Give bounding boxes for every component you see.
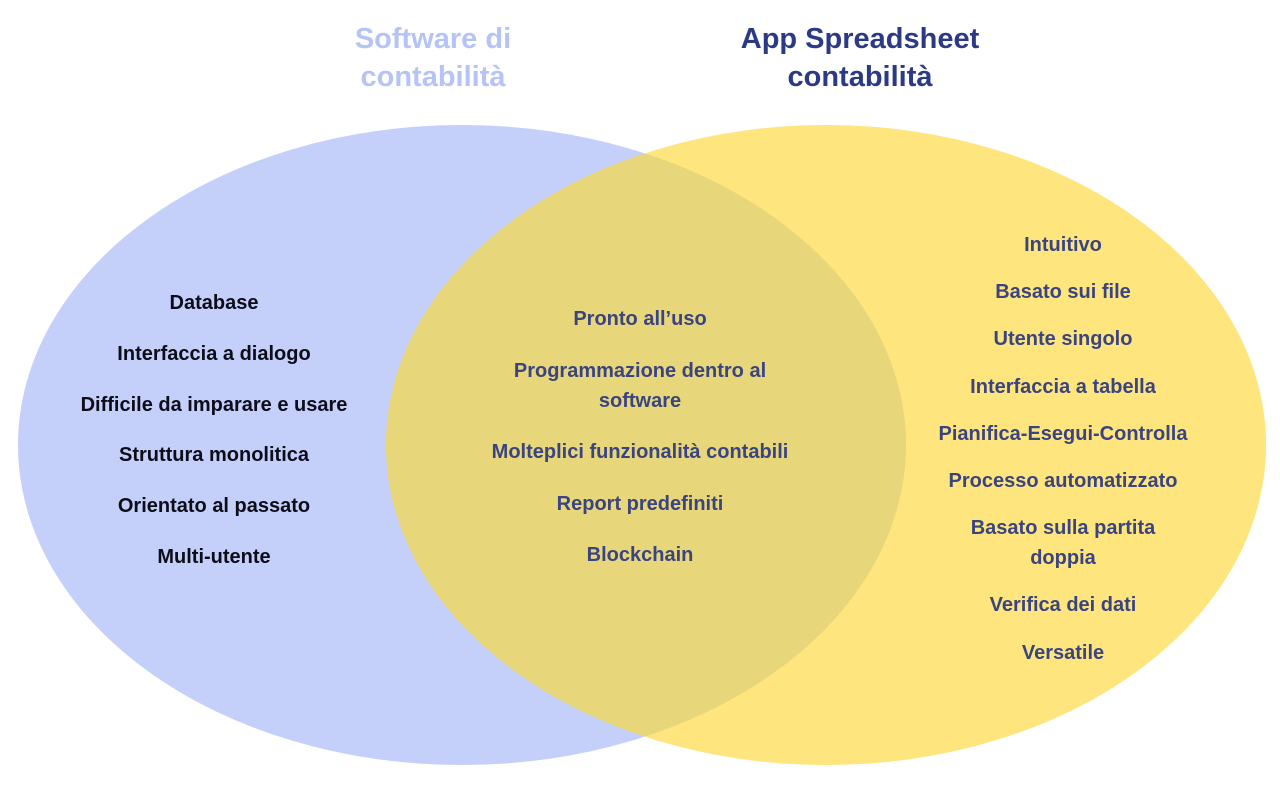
right-item: Basato sulla partita doppia (970, 517, 1156, 570)
right-item: Pianifica-Esegui-Controlla (938, 422, 1188, 445)
left-item: Struttura monolitica (118, 444, 309, 467)
overlap-items: Pronto all’uso Programmazione dentro al … (440, 304, 840, 592)
right-set-title: App Spreadsheet contabilità (740, 23, 980, 93)
overlap-item: Molteplici funzionalità contabili (491, 441, 789, 463)
left-item: Multi-utente (157, 545, 271, 568)
left-set-items: Database Interfaccia a dialogo Difficile… (34, 290, 394, 595)
right-item: Processo automatizzato (948, 469, 1178, 492)
overlap-item: Pronto all’uso (573, 308, 707, 330)
overlap-item: Programmazione dentro al software (513, 359, 767, 412)
left-item: Orientato al passato (117, 495, 311, 518)
overlap-item: Blockchain (586, 544, 694, 566)
right-item: Versatile (1021, 641, 1105, 664)
right-set-items: Intuitivo Basato sui file Utente singolo… (908, 230, 1218, 685)
left-item: Difficile da imparare e usare (80, 393, 348, 416)
right-item: Basato sui file (995, 281, 1131, 304)
left-item: Interfaccia a dialogo (117, 342, 311, 365)
left-item: Database (169, 292, 259, 314)
overlap-item: Report predefiniti (556, 492, 724, 515)
left-set-title: Software di contabilità (354, 23, 512, 93)
overlap-region (386, 125, 906, 765)
right-item: Intuitivo (1024, 234, 1102, 256)
right-item: Utente singolo (993, 328, 1133, 351)
right-item: Verifica dei dati (989, 594, 1137, 617)
right-item: Interfaccia a tabella (970, 375, 1156, 398)
